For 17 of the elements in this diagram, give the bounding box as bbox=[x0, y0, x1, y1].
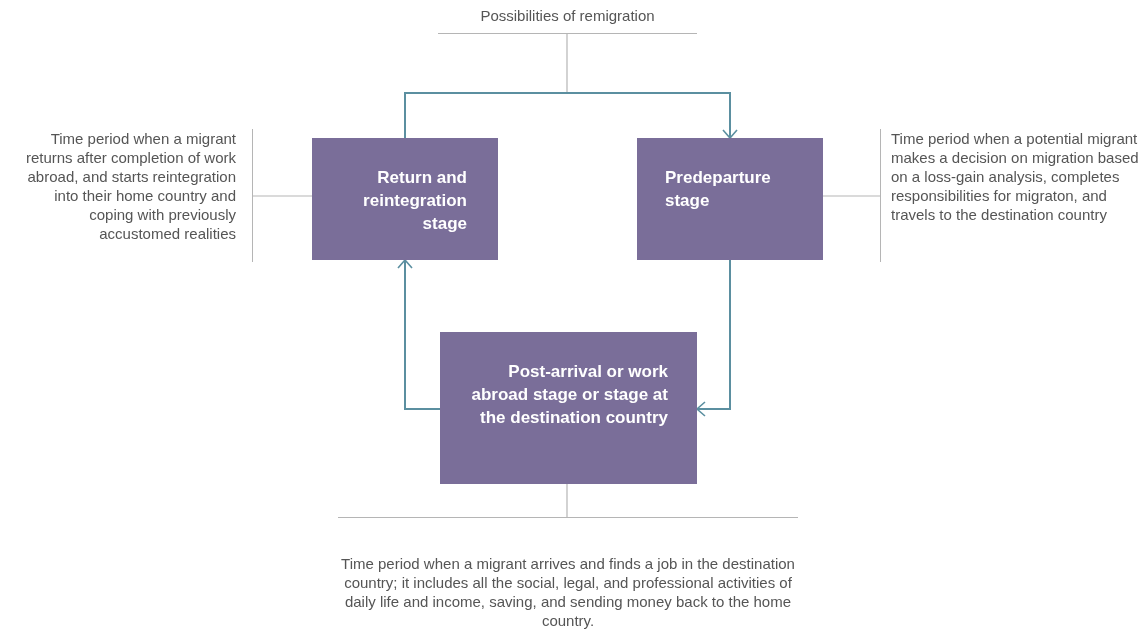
annotation-text: Possibilities of remigration bbox=[438, 6, 697, 34]
stage-title: Post-arrival or work abroad stage or stage at the destination country bbox=[470, 361, 668, 429]
leader-line bbox=[252, 195, 313, 197]
stage-box bbox=[440, 332, 697, 484]
arrow bbox=[404, 92, 738, 139]
leader-line bbox=[566, 33, 568, 93]
leader-line bbox=[566, 483, 568, 518]
stage-box bbox=[312, 138, 498, 260]
description-text: Time period when a migrant returns after completion of work abroad, and starts reintegration into their home country and coping with previously accustomed realities bbox=[8, 129, 253, 262]
arrow bbox=[397, 259, 441, 410]
stage-title: Predeparture stage bbox=[665, 167, 772, 212]
description-text: Time period when a migrant arrives and finds a job in the destination country; it includes all the social, legal, and professional activities of daily life and income, saving, and sending money back to the home country. bbox=[338, 517, 798, 629]
stage-title: Return and reintegration stage bbox=[362, 167, 467, 235]
arrow bbox=[696, 259, 731, 417]
stage-box bbox=[637, 138, 823, 260]
description-text: Time period when a potential migrant makes a decision on migration based on a loss-gain analysis, completes responsibilities for migraton, and travels to the destination country bbox=[880, 129, 1140, 262]
leader-line bbox=[822, 195, 881, 197]
